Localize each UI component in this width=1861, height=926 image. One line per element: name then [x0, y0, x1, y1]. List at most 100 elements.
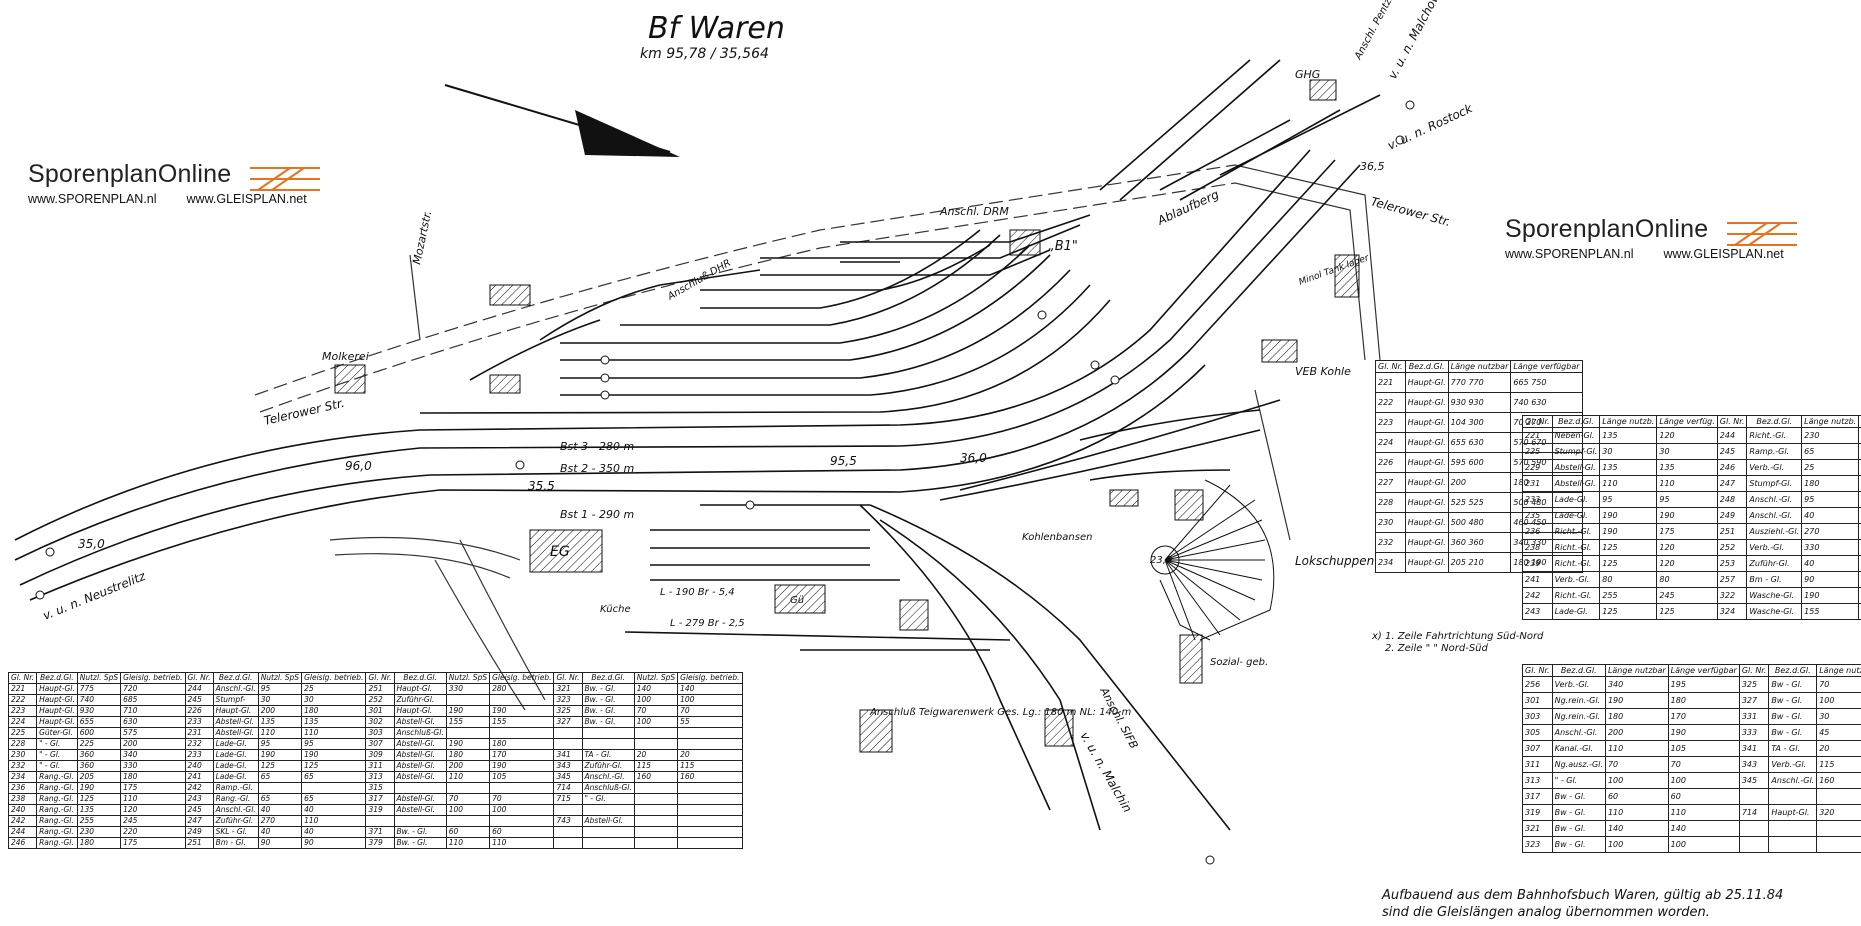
table-cell: 110 [120, 793, 186, 805]
table-cell [581, 727, 635, 739]
table-cell: 155 [445, 716, 491, 728]
table-cell: 135 [301, 716, 367, 728]
table-cell: 190 [1599, 523, 1658, 540]
table-cell: Abstell-Gl. [393, 793, 447, 805]
table-cell: 110 [1656, 475, 1718, 492]
table-header-cell: Bez.d.Gl. [1746, 415, 1803, 428]
table-cell: 228 [1375, 492, 1406, 513]
table-cell [677, 782, 743, 794]
label-telerower-str-right: Telerower Str. [1369, 194, 1452, 229]
table-cell: Wasche-Gl. [1746, 587, 1803, 604]
table-cell: 110 [489, 837, 555, 849]
table-cell: Abstell-Gl. [212, 716, 259, 728]
table-cell: Abstell-Gl. [393, 804, 447, 816]
table-cell [633, 738, 679, 750]
table-cell: 345 [1738, 772, 1770, 789]
table-cell: 340 [1604, 676, 1669, 693]
table-cell: 110 [301, 727, 367, 739]
table-cell: " - Gl. [36, 760, 78, 772]
table-cell: 60 [489, 826, 555, 838]
table-cell: 221 [1522, 427, 1553, 444]
table-cell: 115 [1816, 756, 1861, 773]
table-cell: Zuführ-Gl. [393, 694, 447, 706]
footer-note-line-1: Aufbauend aus dem Bahnhofsbuch Waren, gü… [1382, 888, 1784, 903]
table-cell: 630 [120, 716, 186, 728]
table-cell [445, 727, 491, 739]
table-cell: 317 [1522, 788, 1553, 805]
table-cell: 343 [553, 760, 583, 772]
table-cell: 160 [1816, 772, 1861, 789]
table-cell: 65 [1801, 443, 1860, 460]
table-cell: 190 [445, 738, 491, 750]
table-cell: 231 [1522, 475, 1553, 492]
table-cell: Haupt-Gl. [393, 683, 447, 695]
table-cell: Bm - Gl. [1746, 571, 1803, 588]
table-cell: 255 [1599, 587, 1658, 604]
table-cell: 244 [7, 826, 38, 838]
table-cell: 233 [184, 716, 214, 728]
table-cell: 247 [184, 815, 214, 827]
table-cell: 228 [7, 738, 38, 750]
table-header-cell: Gleislg. betrieb. [301, 672, 367, 684]
label-kohlenbansen: Kohlenbansen [1022, 532, 1092, 543]
table-cell: Anschl.-Gl. [212, 804, 259, 816]
table-cell [1738, 836, 1770, 853]
table-cell: 110 [301, 815, 367, 827]
label-anschl-pentzlin: Anschl. Pentzlin [1352, 0, 1399, 62]
table-cell: 135 [76, 804, 122, 816]
table-cell: 140 [1667, 820, 1740, 837]
table-header-cell: Gl. Nr. [1375, 360, 1406, 373]
table-cell: 600 [76, 727, 122, 739]
table-header-cell: Gleislg. betrieb. [677, 672, 743, 684]
table-cell: 309 [365, 749, 395, 761]
table-cell: 238 [7, 793, 38, 805]
label-anschl-teigwarenwerk: Anschluß Teigwarenwerk Ges. Lg.: 180 m N… [869, 707, 1131, 718]
table-cell [257, 782, 303, 794]
table-cell [489, 782, 555, 794]
table-cell: 110 [445, 837, 491, 849]
table-cell: 190 [301, 749, 367, 761]
table-cell: Haupt-Gl. [393, 705, 447, 717]
table-cell: Bw - Gl. [1551, 804, 1606, 821]
table-header-cell: Länge nutzbar [1816, 664, 1861, 677]
table-cell [365, 815, 395, 827]
table-header-cell: Bez.d.Gl. [36, 672, 78, 684]
table-cell: 930 930 [1447, 392, 1512, 413]
table-cell: 244 [1716, 427, 1748, 444]
table-cell: " - Gl. [581, 793, 635, 805]
table-cell: 95 [1801, 491, 1860, 508]
table-cell: Abstell-Gl. [1551, 475, 1601, 492]
label-l190: L - 190 Br - 5,4 [660, 587, 735, 598]
table-cell: 170 [1667, 708, 1740, 725]
label-vun-rostock: v. u. n. Rostock [1385, 101, 1475, 153]
table-cell [633, 815, 679, 827]
table-header-cell: Gl. Nr. [184, 672, 214, 684]
table-cell: 241 [1522, 571, 1553, 588]
table-cell: Anschl.-Gl. [212, 683, 259, 695]
table-cell: 323 [1522, 836, 1553, 853]
table-cell [677, 837, 743, 849]
table-cell: 230 [1375, 512, 1406, 533]
signals [35, 100, 1415, 865]
table-cell: 242 [184, 782, 214, 794]
label-sozialgeb: Sozial- geb. [1210, 657, 1268, 668]
track-table-right-mid-body: 221Neben-Gl.135120244Richt.-Gl.230220225… [1522, 427, 1861, 620]
table-cell: 655 630 [1447, 432, 1512, 453]
table-cell: 240 [184, 760, 214, 772]
table-cell: Neben-Gl. [1551, 427, 1601, 444]
table-cell: 248 [1716, 491, 1748, 508]
table-cell: 190 [489, 760, 555, 772]
table-cell: Anschl.-Gl. [581, 771, 635, 783]
page-title: Bf Waren [648, 11, 785, 46]
table-cell: Lade-Gl. [1551, 603, 1601, 620]
